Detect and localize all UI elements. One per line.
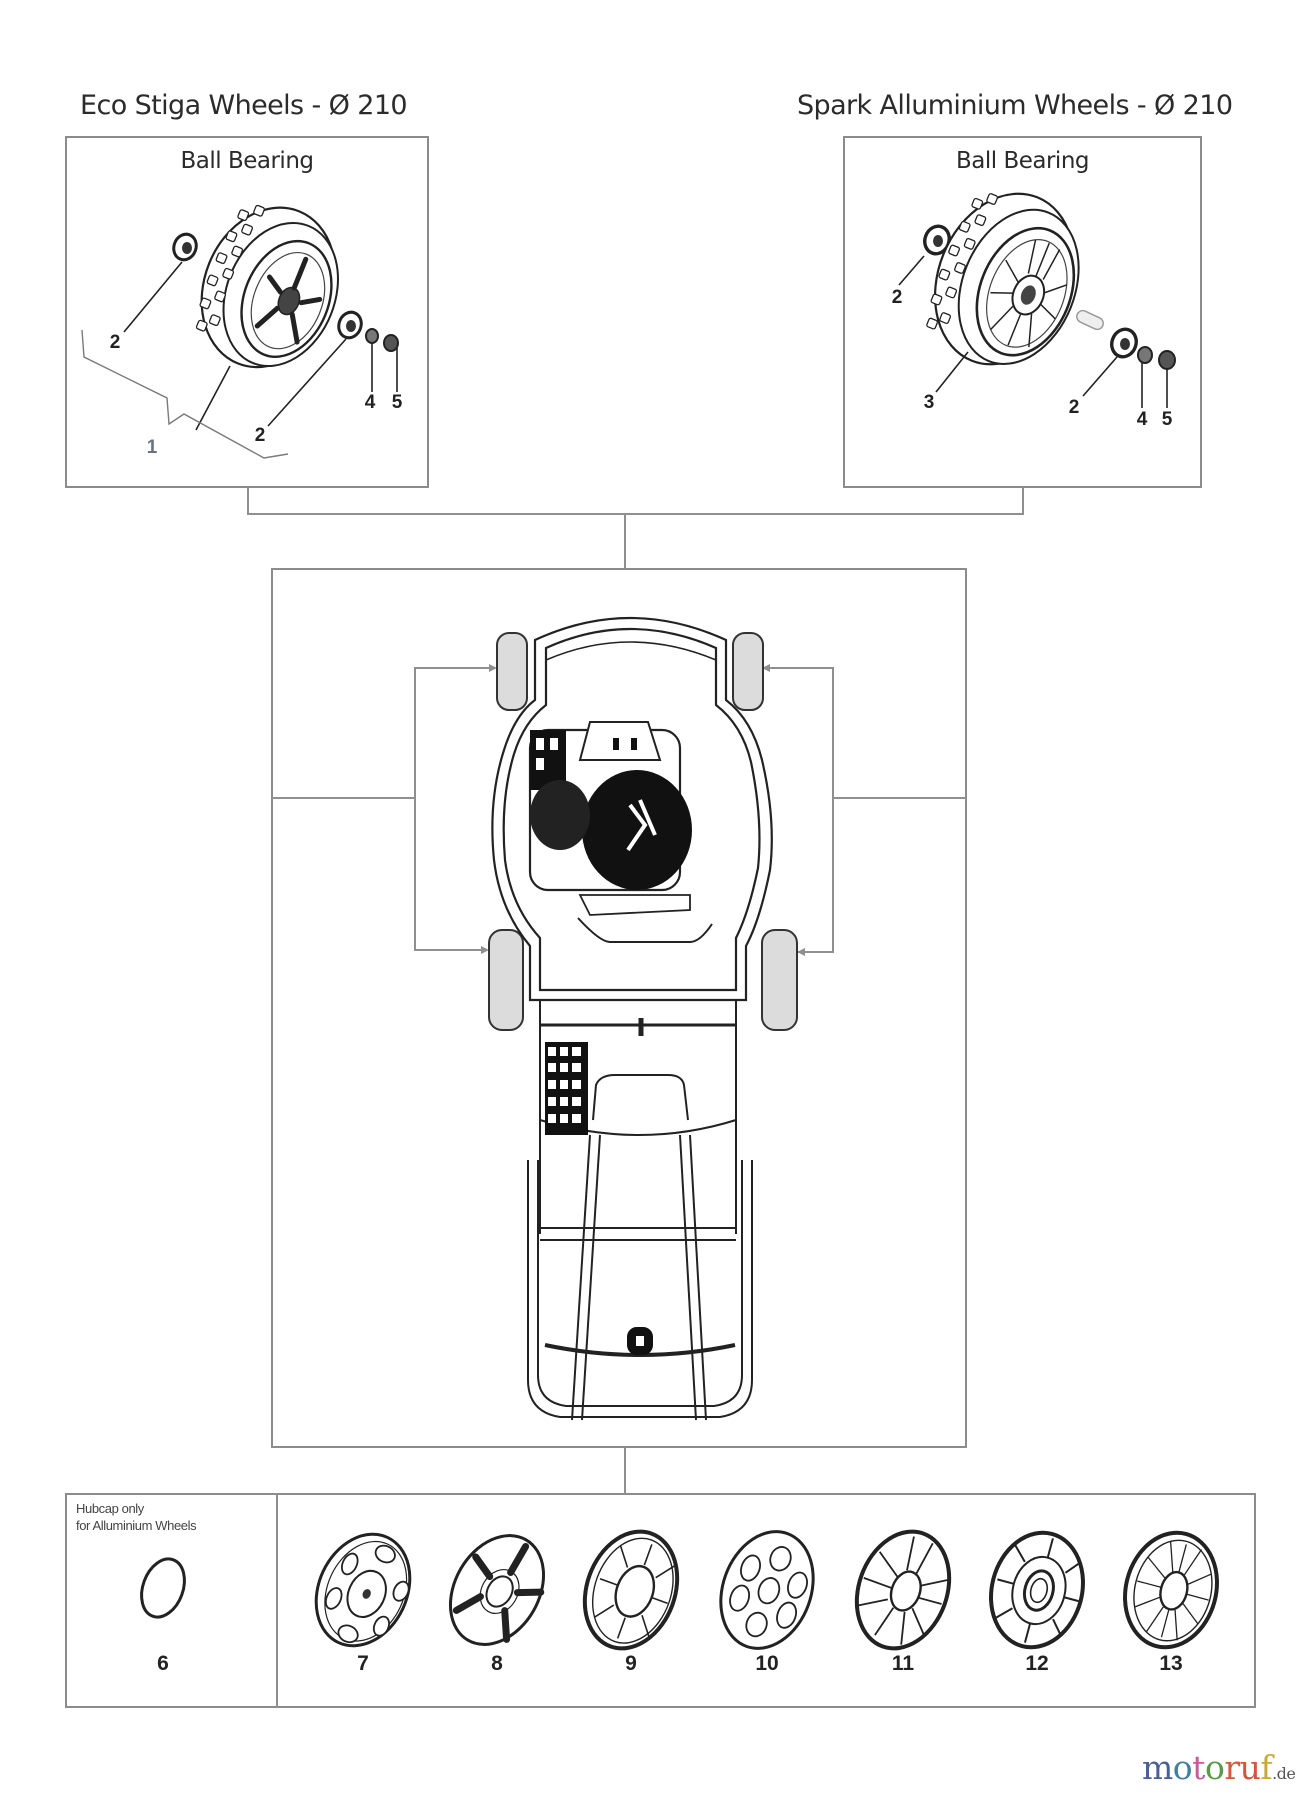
- callout-4-right-washer: 4: [1136, 409, 1148, 430]
- hubcap-label-7: 7: [357, 1652, 369, 1675]
- callout-2-left-outer: 2: [109, 332, 121, 353]
- callout-5-right-nut: 5: [1161, 409, 1173, 430]
- hubcap-label-13: 13: [1159, 1652, 1183, 1675]
- mower-handle-icon: [527, 1160, 753, 1418]
- hubcap-label-6: 6: [157, 1652, 169, 1675]
- hubcap-label-12: 12: [1025, 1652, 1049, 1675]
- hubcap-11-icon: [854, 1529, 952, 1651]
- mower-wheels: [488, 632, 798, 1031]
- ball-bearing-icon: [337, 310, 363, 340]
- hubcap-label-8: 8: [491, 1652, 503, 1675]
- callout-2-right-inner: 2: [1068, 397, 1080, 418]
- logo-letter: r: [1224, 1748, 1240, 1787]
- mower-deck: [491, 616, 773, 1002]
- connector-top-horizontal: [247, 513, 1024, 515]
- callout-2-right-outer: 2: [891, 287, 903, 308]
- logo-letter: t: [1192, 1748, 1205, 1787]
- wheel-pointer-lines: [272, 667, 966, 953]
- ball-bearing-label: Ball Bearing: [955, 148, 1090, 174]
- rear-right-wheel-icon: [761, 929, 798, 1031]
- callout-4-left-washer: 4: [364, 392, 376, 413]
- wheel-icon: [926, 192, 1080, 366]
- nut-icon: [383, 334, 399, 352]
- hubcap-note-line1: Hubcap only: [76, 1501, 144, 1516]
- hubcap-8-icon: [448, 1534, 546, 1646]
- callout-1-assembly: 1: [146, 437, 158, 458]
- hubcap-9-icon: [582, 1529, 680, 1651]
- front-left-wheel-icon: [496, 632, 528, 711]
- logo-letter: o: [1172, 1748, 1193, 1787]
- logo-letter: u: [1239, 1748, 1261, 1787]
- hubcap-ring-icon: [140, 1557, 186, 1619]
- washer-icon: [1137, 346, 1153, 364]
- logo-letter: f: [1260, 1748, 1273, 1787]
- hubcap-label-9: 9: [625, 1652, 637, 1675]
- warning-label-icon: [545, 1042, 588, 1135]
- hubcap-13-icon: [1123, 1530, 1219, 1650]
- ball-bearing-label: Ball Bearing: [180, 148, 314, 174]
- connector-bottom-drop: [624, 1446, 626, 1494]
- rear-left-wheel-icon: [488, 929, 524, 1031]
- eco-stiga-wheels-title: Eco Stiga Wheels - Ø 210: [80, 90, 408, 121]
- mower-overview-panel: [271, 568, 967, 1448]
- logo-tld: .de: [1272, 1764, 1296, 1783]
- logo-letter: o: [1204, 1748, 1225, 1787]
- logo-letter: m: [1142, 1748, 1173, 1787]
- hubcap-12-icon: [989, 1530, 1085, 1650]
- connector-left-drop: [247, 488, 249, 514]
- ball-bearing-icon: [1110, 327, 1138, 359]
- hubcap-10-icon: [719, 1530, 815, 1650]
- engine-icon: [528, 721, 692, 916]
- hubcap-note-line2: for Alluminium Wheels: [76, 1518, 197, 1533]
- callout-5-left-nut: 5: [391, 392, 403, 413]
- wheel-icon: [195, 204, 339, 369]
- motoruf-logo: motoruf.de: [1142, 1748, 1296, 1787]
- callout-3-wheel: 3: [923, 392, 935, 413]
- spark-alluminium-wheels-title: Spark Alluminium Wheels - Ø 210: [797, 90, 1233, 121]
- ball-bearing-icon: [172, 232, 198, 262]
- axle-icon: [1076, 309, 1104, 331]
- assembly-bracket-line: [81, 329, 289, 459]
- hubcap-label-10: 10: [755, 1652, 779, 1675]
- hubcap-note: Hubcap only for Alluminium Wheels: [76, 1500, 197, 1534]
- hubcap-7-icon: [314, 1532, 412, 1648]
- callout-2-left-inner: 2: [254, 425, 266, 446]
- ball-bearing-icon: [923, 224, 951, 256]
- front-right-wheel-icon: [732, 632, 764, 711]
- connector-right-drop: [1022, 488, 1024, 514]
- connector-center-drop: [624, 513, 626, 569]
- hubcaps-divider: [276, 1494, 278, 1707]
- hubcap-label-11: 11: [891, 1652, 915, 1675]
